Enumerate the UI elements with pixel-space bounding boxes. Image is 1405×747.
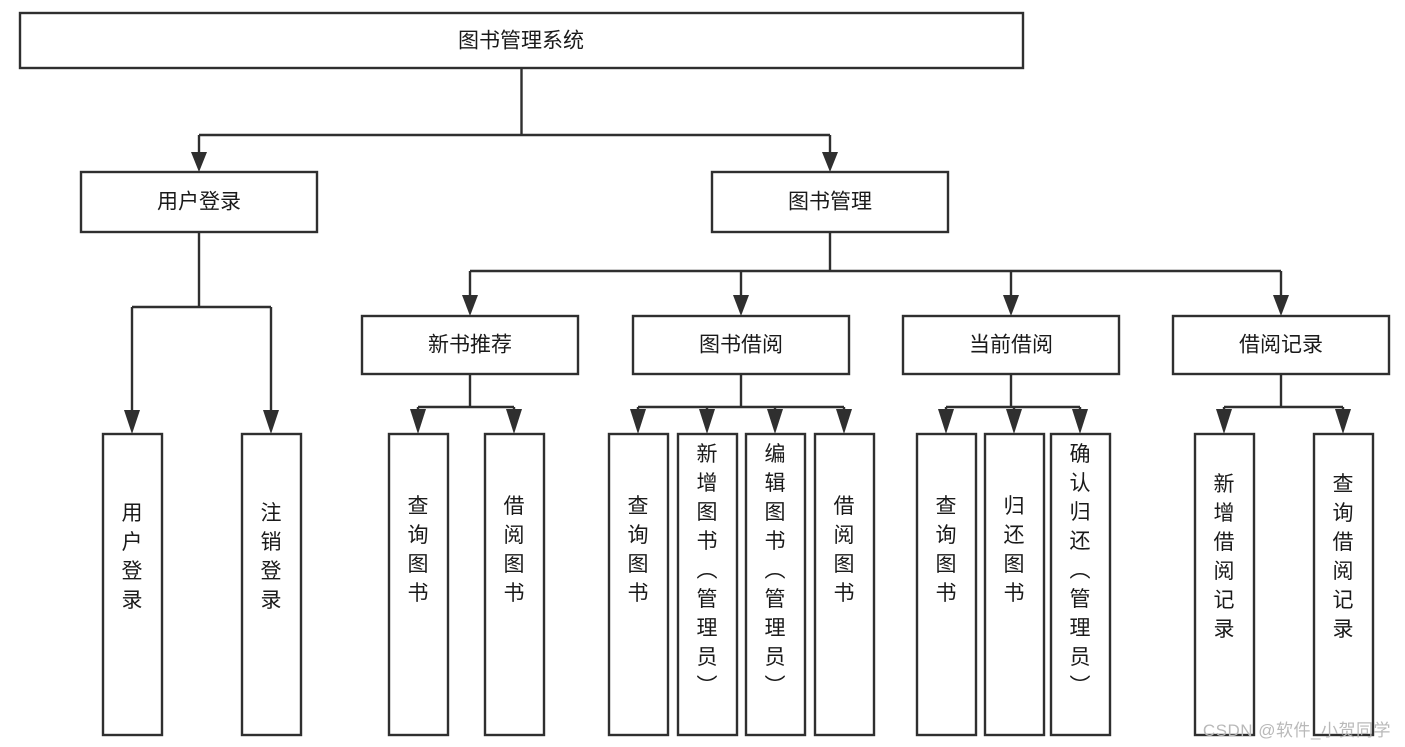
leaf-confirm-return-label: 确认归还︵管理员︶ — [1070, 443, 1091, 698]
node-new-book-recommend-label: 新书推荐 — [428, 334, 512, 357]
arrowhead-leaf-borrow-book-b — [836, 409, 852, 434]
node-root-label: 图书管理系统 — [458, 30, 584, 53]
node-user-login[interactable]: 用户登录 — [79, 170, 319, 234]
leaf-query-record-box[interactable] — [1312, 432, 1375, 737]
arrowhead-leaf-edit-book — [767, 409, 783, 434]
leaf-borrow-book-a-label: 借阅图书 — [504, 495, 525, 605]
leaf-edit-book-label: 编辑图书︵管理员︶ — [765, 443, 786, 698]
node-user-login-label: 用户登录 — [157, 191, 241, 214]
node-book-manage[interactable]: 图书管理 — [710, 170, 950, 234]
node-current-borrow-label: 当前借阅 — [969, 334, 1053, 357]
node-book-borrow[interactable]: 图书借阅 — [631, 314, 851, 376]
leaf-query-book-c[interactable]: 查询图书 — [915, 432, 978, 737]
leaf-query-book-b-label: 查询图书 — [628, 495, 649, 605]
leaf-query-book-a-box[interactable] — [387, 432, 450, 737]
leaf-borrow-book-b[interactable]: 借阅图书 — [813, 432, 876, 737]
arrowhead-leaf-query-book-c — [938, 409, 954, 434]
leaf-query-book-b-box[interactable] — [607, 432, 670, 737]
leaf-return-book[interactable]: 归还图书 — [983, 432, 1046, 737]
node-user-login-box[interactable] — [79, 170, 319, 234]
leaf-query-record-label: 查询借阅记录 — [1333, 473, 1354, 641]
arrowhead-leaf-query-record — [1335, 409, 1351, 434]
leaf-user-login-box[interactable] — [101, 432, 164, 737]
csdn-watermark: CSDN @软件_小贺同学 — [1202, 721, 1391, 740]
leaf-user-login[interactable]: 用户登录 — [101, 432, 164, 737]
node-current-borrow-box[interactable] — [901, 314, 1121, 376]
node-root[interactable]: 图书管理系统 — [18, 11, 1025, 70]
leaf-add-book[interactable]: 新增图书︵管理员︶ — [676, 432, 739, 737]
leaf-query-book-c-label: 查询图书 — [936, 495, 957, 605]
leaf-logout-label: 注销登录 — [261, 502, 282, 612]
arrowhead-user-login — [191, 152, 207, 172]
leaf-edit-book[interactable]: 编辑图书︵管理员︶ — [744, 432, 807, 737]
arrowhead-leaf-return-book — [1006, 409, 1022, 434]
leaf-return-book-label: 归还图书 — [1004, 495, 1025, 605]
arrowhead-leaf-borrow-book-a — [506, 409, 522, 434]
arrowhead-leaf-logout — [263, 410, 279, 434]
leaf-return-book-box[interactable] — [983, 432, 1046, 737]
node-borrow-record[interactable]: 借阅记录 — [1171, 314, 1391, 376]
arrowhead-leaf-user-login — [124, 410, 140, 434]
arrowhead-book-manage — [822, 152, 838, 172]
leaf-borrow-book-a-box[interactable] — [483, 432, 546, 737]
leaf-borrow-book-b-box[interactable] — [813, 432, 876, 737]
arrowhead-leaf-confirm-return — [1072, 409, 1088, 434]
leaf-borrow-book-a[interactable]: 借阅图书 — [483, 432, 546, 737]
node-current-borrow[interactable]: 当前借阅 — [901, 314, 1121, 376]
leaf-confirm-return[interactable]: 确认归还︵管理员︶ — [1049, 432, 1112, 737]
leaf-query-book-c-box[interactable] — [915, 432, 978, 737]
arrowhead-leaf-add-book — [699, 409, 715, 434]
leaf-add-record-box[interactable] — [1193, 432, 1256, 737]
arrowhead-new-book — [462, 295, 478, 316]
arrowhead-leaf-add-record — [1216, 409, 1232, 434]
node-book-manage-label: 图书管理 — [788, 191, 872, 214]
leaf-query-book-a-label: 查询图书 — [408, 495, 429, 605]
arrowhead-book-borrow — [733, 295, 749, 316]
leaf-add-book-box[interactable] — [676, 432, 739, 737]
node-borrow-record-label: 借阅记录 — [1239, 334, 1323, 357]
arrowhead-borrow-record — [1273, 295, 1289, 316]
node-book-borrow-box[interactable] — [631, 314, 851, 376]
connector-layer — [124, 68, 1351, 434]
leaf-borrow-book-b-label: 借阅图书 — [834, 495, 855, 605]
node-book-borrow-label: 图书借阅 — [699, 334, 783, 357]
leaf-user-login-label: 用户登录 — [122, 502, 143, 612]
leaf-add-book-label: 新增图书︵管理员︶ — [697, 443, 718, 698]
leaf-logout-box[interactable] — [240, 432, 303, 737]
arrowhead-leaf-query-book-b — [630, 409, 646, 434]
leaf-confirm-return-box[interactable] — [1049, 432, 1112, 737]
leaf-add-record[interactable]: 新增借阅记录 — [1193, 432, 1256, 737]
leaf-query-record[interactable]: 查询借阅记录 — [1312, 432, 1375, 737]
node-new-book-recommend[interactable]: 新书推荐 — [360, 314, 580, 376]
node-root-box[interactable] — [18, 11, 1025, 70]
leaf-query-book-b[interactable]: 查询图书 — [607, 432, 670, 737]
leaf-add-record-label: 新增借阅记录 — [1214, 473, 1235, 641]
node-borrow-record-box[interactable] — [1171, 314, 1391, 376]
node-new-book-recommend-box[interactable] — [360, 314, 580, 376]
arrowhead-current-borrow — [1003, 295, 1019, 316]
node-book-manage-box[interactable] — [710, 170, 950, 234]
leaf-edit-book-box[interactable] — [744, 432, 807, 737]
leaf-logout[interactable]: 注销登录 — [240, 432, 303, 737]
arrowhead-leaf-query-book-a — [410, 409, 426, 434]
leaf-query-book-a[interactable]: 查询图书 — [387, 432, 450, 737]
